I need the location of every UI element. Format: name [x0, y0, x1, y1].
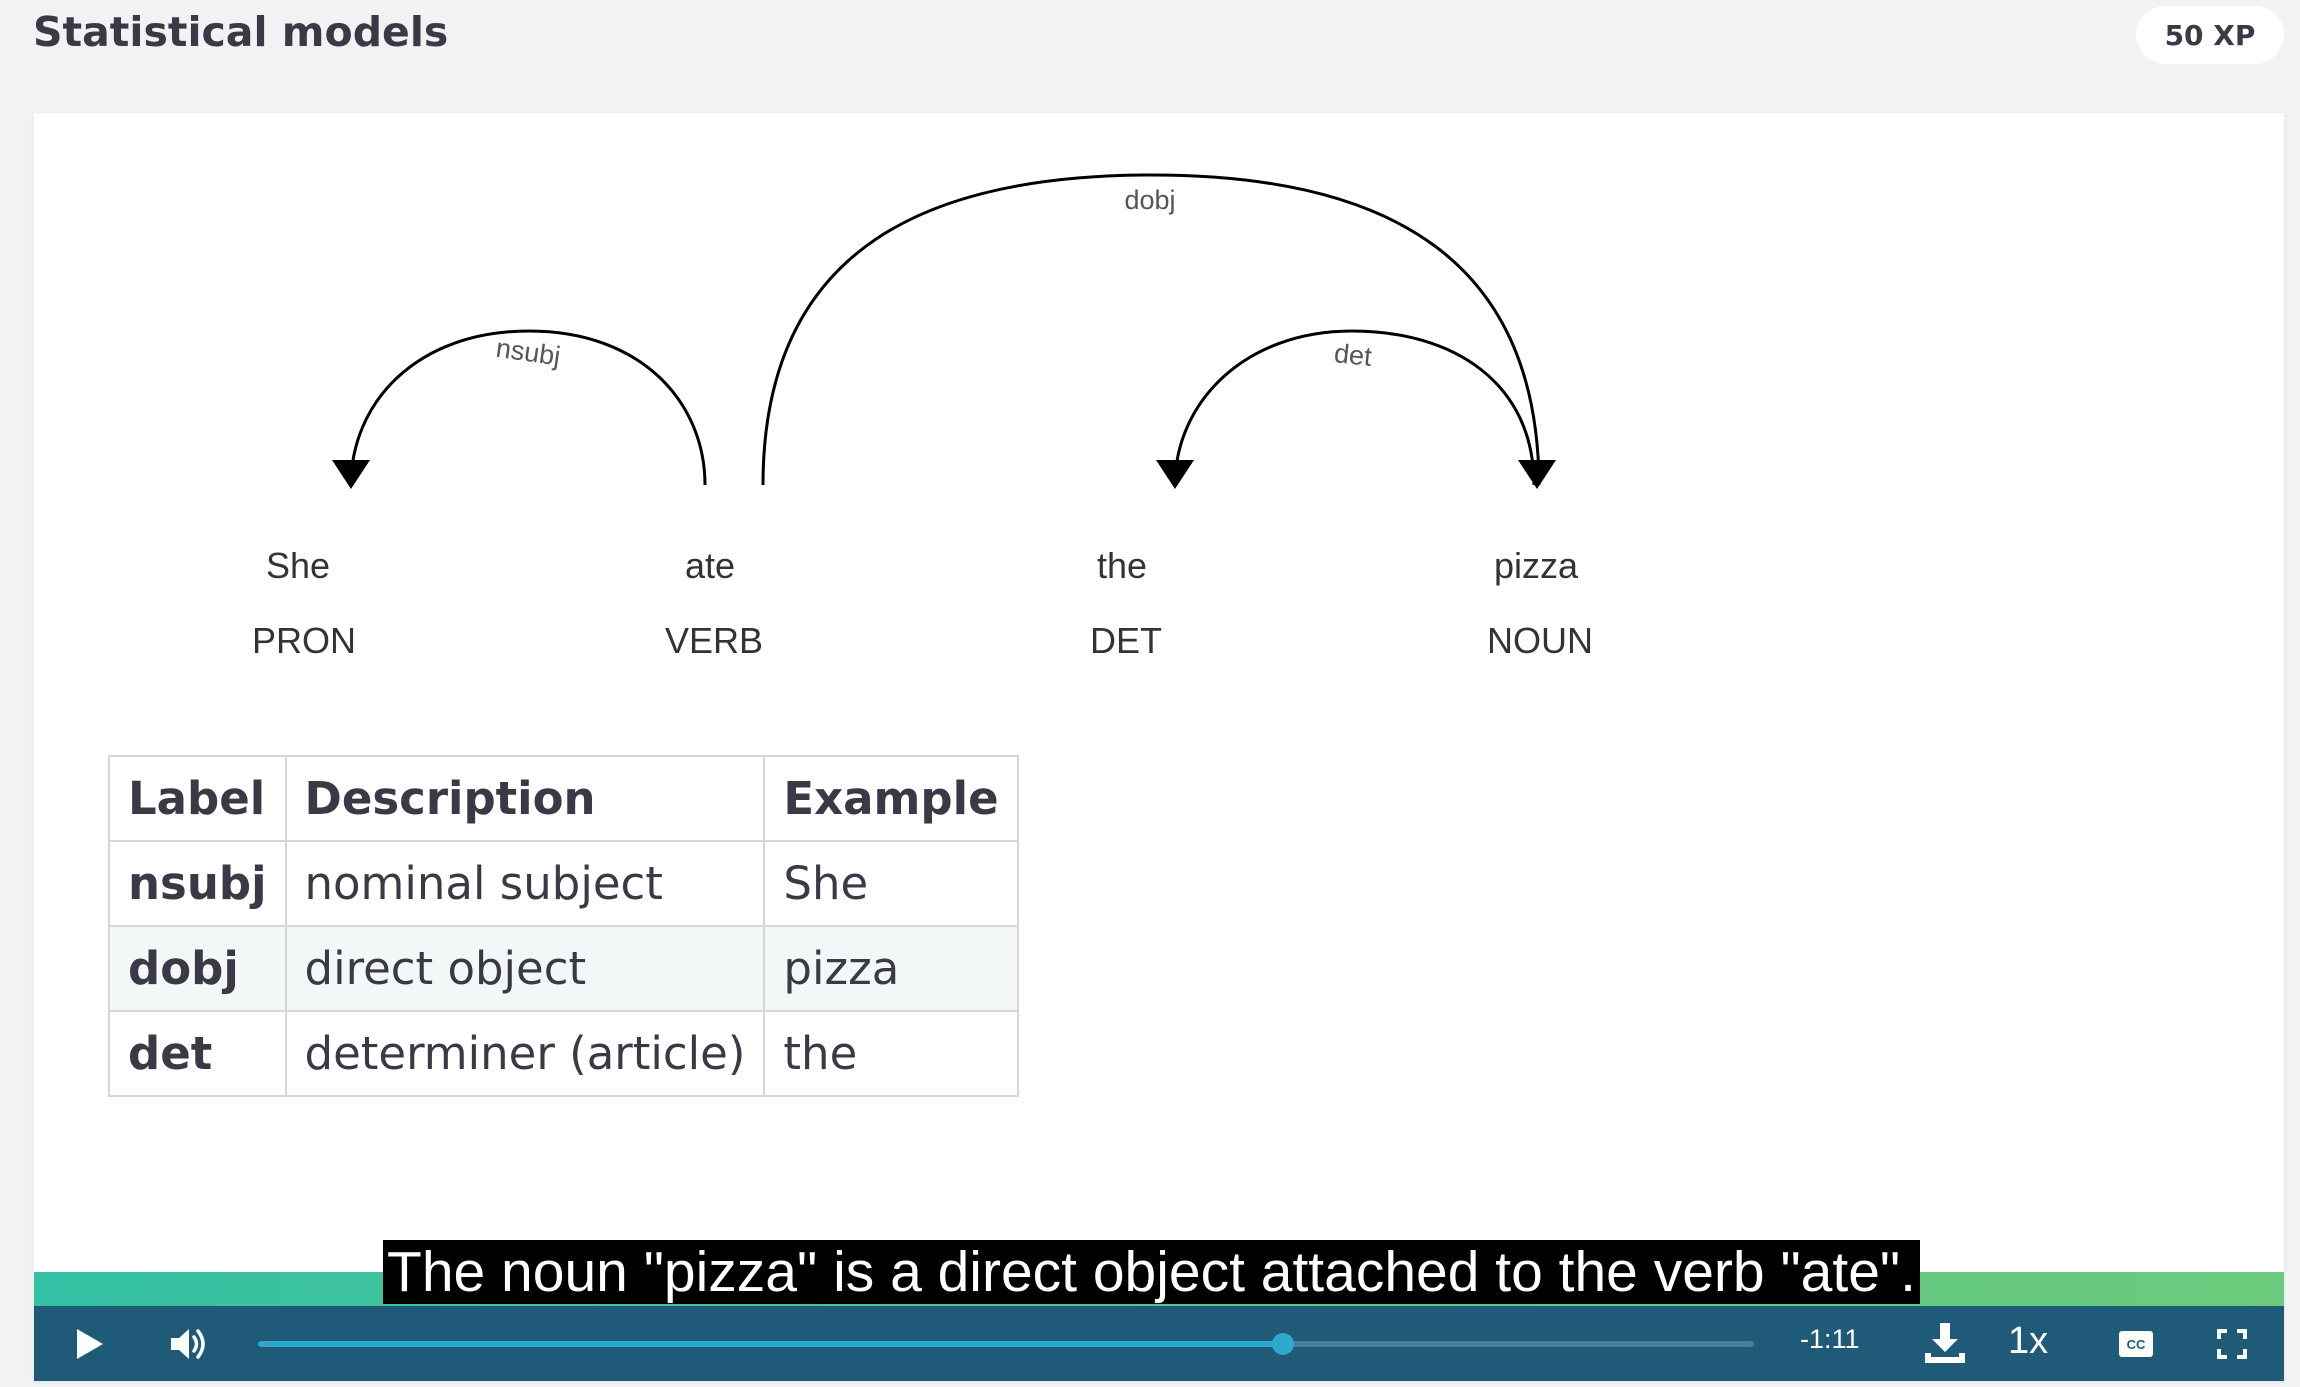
- arc-dobj: [761, 173, 1541, 486]
- download-icon: [1925, 1323, 1965, 1363]
- arc-label-det: det: [1333, 338, 1374, 372]
- slide-content: nsubj dobj det She PRON ate VERB the DET…: [34, 113, 2284, 1381]
- play-button[interactable]: [62, 1318, 118, 1370]
- download-button[interactable]: [1914, 1314, 1976, 1372]
- arrowhead-pizza: [1518, 460, 1556, 489]
- page-title: Statistical models: [33, 8, 449, 56]
- table-cell-example: pizza: [763, 925, 1019, 1012]
- xp-badge: 50 XP: [2136, 6, 2284, 64]
- progress-fill: [258, 1341, 1283, 1347]
- time-remaining: -1:11: [1800, 1324, 1860, 1354]
- token-text: She: [266, 545, 330, 586]
- playback-speed-button[interactable]: 1x: [2008, 1320, 2049, 1362]
- table-cell-label: det: [108, 1010, 287, 1097]
- table-row: dobj direct object pizza: [108, 925, 1019, 1012]
- volume-button[interactable]: [159, 1318, 219, 1370]
- volume-icon: [171, 1329, 205, 1359]
- token-text: ate: [685, 545, 735, 586]
- cc-icon: CC: [2119, 1331, 2153, 1357]
- table-cell-description: nominal subject: [284, 840, 766, 927]
- token-pos: DET: [1090, 620, 1162, 661]
- table-cell-example: the: [763, 1010, 1019, 1097]
- dependency-diagram: nsubj dobj det She PRON ate VERB the DET…: [252, 173, 1593, 661]
- token-pos: VERB: [665, 620, 763, 661]
- play-icon: [77, 1329, 103, 1359]
- table-cell-description: determiner (article): [284, 1010, 766, 1097]
- table-row: nsubj nominal subject She: [108, 840, 1019, 927]
- fullscreen-button[interactable]: [2209, 1322, 2255, 1366]
- dependency-label-table: Label Description Example nsubj nominal …: [108, 755, 1019, 1097]
- table-cell-example: She: [763, 840, 1019, 927]
- progress-track[interactable]: [258, 1333, 1754, 1355]
- table-cell-label: nsubj: [108, 840, 287, 927]
- token-pos: NOUN: [1487, 620, 1593, 661]
- arrowhead-det: [1156, 460, 1194, 489]
- column-header: Example: [763, 755, 1019, 842]
- arc-label-nsubj: nsubj: [494, 333, 562, 372]
- arc-nsubj: [349, 329, 707, 486]
- table-cell-label: dobj: [108, 925, 287, 1012]
- arc-label-dobj: dobj: [1124, 185, 1175, 215]
- arrowhead-nsubj: [332, 460, 370, 489]
- svg-text:CC: CC: [2127, 1337, 2146, 1352]
- token-pos: PRON: [252, 620, 356, 661]
- token-text: the: [1097, 545, 1147, 586]
- column-header: Description: [284, 755, 766, 842]
- table-cell-description: direct object: [284, 925, 766, 1012]
- fullscreen-icon: [2217, 1329, 2247, 1359]
- table-row: det determiner (article) the: [108, 1010, 1019, 1097]
- token-text: pizza: [1494, 545, 1579, 586]
- column-header: Label: [108, 755, 287, 842]
- video-controls: -1:11 1x CC: [34, 1306, 2284, 1381]
- captions-button[interactable]: CC: [2108, 1322, 2164, 1366]
- subtitle-caption: The noun "pizza" is a direct object atta…: [383, 1240, 1920, 1304]
- progress-thumb[interactable]: [1271, 1333, 1294, 1355]
- table-header-row: Label Description Example: [108, 755, 1019, 842]
- arc-det: [1173, 329, 1536, 486]
